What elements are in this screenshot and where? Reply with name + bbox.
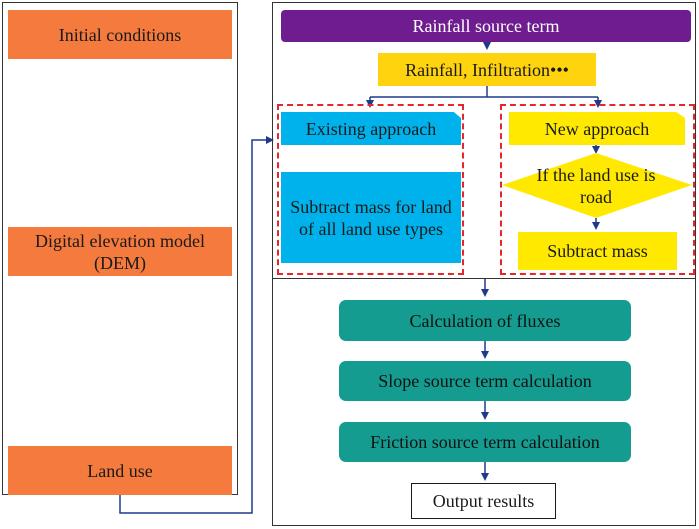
subtract-mass-box: Subtract mass	[518, 232, 677, 270]
existing-approach-label: Existing approach	[305, 118, 437, 139]
existing-subtract-box: Subtract mass for land of all land use t…	[281, 172, 461, 263]
new-approach-box: New approach	[509, 112, 685, 145]
rainfall-infiltration-label: Rainfall, Infiltration•••	[405, 59, 569, 80]
existing-approach-group	[277, 104, 464, 275]
land-use-box: Land use	[8, 446, 232, 495]
rainfall-infiltration-box: Rainfall, Infiltration•••	[378, 53, 596, 86]
rainfall-source-term-label: Rainfall source term	[412, 16, 560, 36]
calculation-of-fluxes-box: Calculation of fluxes	[339, 300, 631, 341]
decision-label: If the land use is road	[536, 165, 656, 207]
friction-source-term-box: Friction source term calculation	[339, 422, 631, 462]
initial-conditions-label: Initial conditions	[58, 24, 182, 45]
initial-conditions-box: Initial conditions	[8, 10, 232, 59]
land-use-label: Land use	[87, 460, 153, 481]
new-approach-label: New approach	[544, 118, 650, 139]
calculation-of-fluxes-label: Calculation of fluxes	[409, 310, 561, 331]
dem-label: Digital elevation model (DEM)	[35, 230, 205, 273]
decision-diamond	[502, 153, 692, 218]
slope-source-term-label: Slope source term calculation	[378, 371, 592, 391]
subtract-mass-label: Subtract mass	[547, 241, 648, 261]
slope-source-term-box: Slope source term calculation	[339, 361, 631, 401]
friction-source-term-label: Friction source term calculation	[370, 432, 600, 452]
new-approach-group	[500, 104, 695, 275]
rainfall-source-term-box: Rainfall source term	[281, 10, 691, 42]
panel-divider	[272, 278, 696, 279]
output-results-label: Output results	[432, 491, 535, 511]
dem-box: Digital elevation model (DEM)	[8, 227, 232, 276]
existing-approach-box: Existing approach	[281, 112, 461, 145]
right-panel	[272, 2, 696, 526]
output-results-box: Output results	[411, 483, 556, 519]
existing-subtract-label: Subtract mass for land of all land use t…	[290, 196, 452, 239]
